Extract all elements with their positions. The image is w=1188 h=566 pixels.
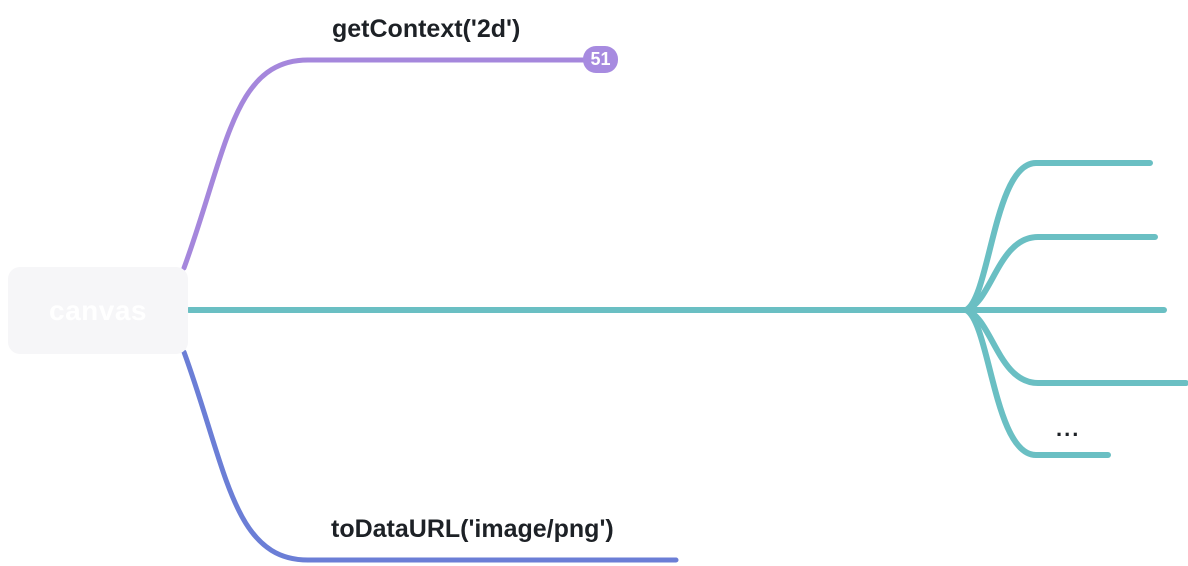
branch-line-teal-child-1 xyxy=(963,160,1153,313)
branch-label-todataurl[interactable]: toDataURL('image/png') xyxy=(331,515,614,543)
root-node-label: canvas xyxy=(49,294,147,326)
branch-line-getcontext xyxy=(181,57,589,271)
branch-line-teal-child-2 xyxy=(963,234,1158,313)
branch-line-teal-child-5 xyxy=(963,307,1111,458)
branch-line-todataurl xyxy=(181,349,679,563)
branch-label-getcontext[interactable]: getContext('2d') xyxy=(332,15,521,43)
branch-line-teal-child-4 xyxy=(963,307,1188,386)
collapsed-count-badge[interactable]: 51 xyxy=(583,46,618,73)
branch-label-ellipsis[interactable]: ... xyxy=(1056,416,1081,441)
root-node-canvas[interactable]: canvas xyxy=(8,267,188,354)
